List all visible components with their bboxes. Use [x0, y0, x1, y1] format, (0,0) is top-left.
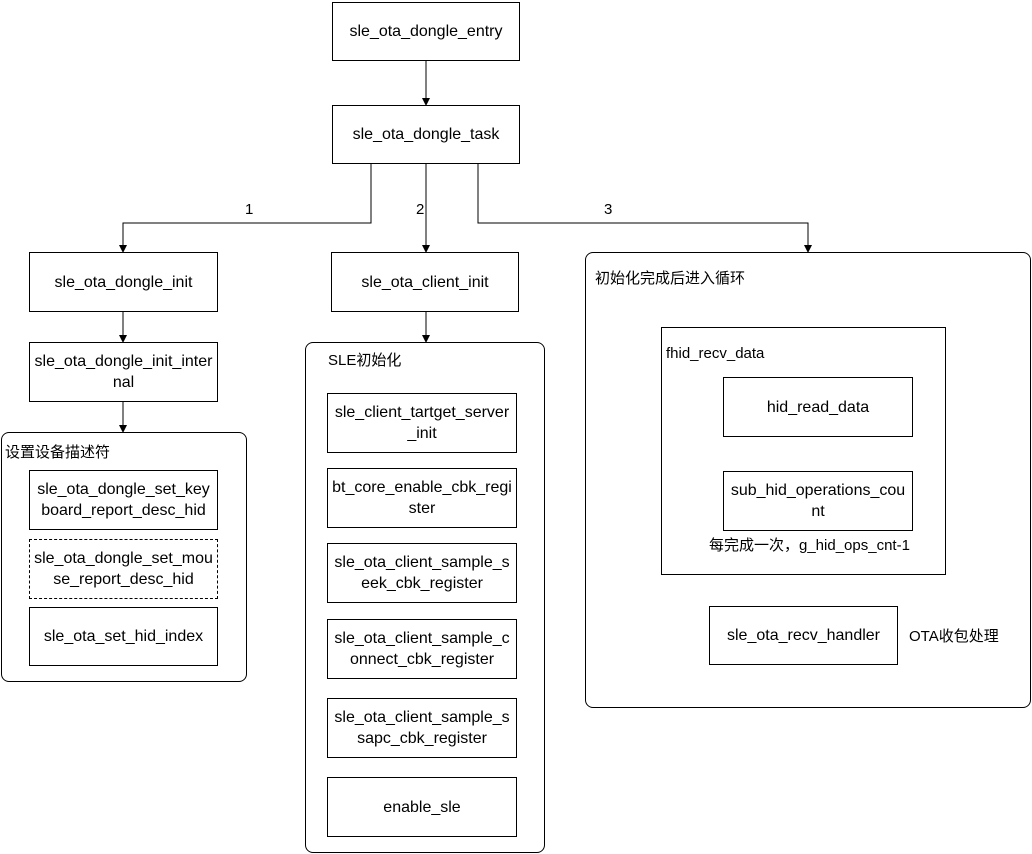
node-dongle-init: sle_ota_dongle_init — [29, 252, 218, 312]
node-set-mouse-report-desc: sle_ota_dongle_set_mouse_report_desc_hid — [29, 539, 218, 599]
node-connect-cbk-register: sle_ota_client_sample_connect_cbk_regist… — [327, 619, 517, 679]
node-client-init: sle_ota_client_init — [331, 252, 519, 312]
edge-label-1: 1 — [245, 201, 254, 218]
group-label-set-device-descriptor: 设置设备描述符 — [5, 444, 111, 461]
group-label-loop: 初始化完成后进入循环 — [595, 270, 746, 287]
node-set-hid-index: sle_ota_set_hid_index — [29, 607, 218, 666]
node-hid-read-data: hid_read_data — [723, 377, 913, 437]
node-bt-core-enable-cbk: bt_core_enable_cbk_register — [327, 468, 517, 528]
edge-label-3: 3 — [604, 201, 613, 218]
node-sub-hid-operations-count: sub_hid_operations_count — [723, 471, 913, 531]
node-recv-handler: sle_ota_recv_handler — [709, 606, 898, 665]
node-dongle-task: sle_ota_dongle_task — [332, 105, 520, 164]
annotation-ops-count: 每完成一次，g_hid_ops_cnt-1 — [709, 537, 910, 554]
node-dongle-entry: sle_ota_dongle_entry — [332, 2, 520, 61]
group-fhid-recv-data: fhid_recv_data — [661, 327, 946, 575]
node-dongle-init-internal: sle_ota_dongle_init_internal — [29, 342, 218, 402]
group-label-sle-init: SLE初始化 — [328, 352, 402, 369]
node-target-server-init: sle_client_tartget_server_init — [327, 393, 517, 453]
edge-task-dongle-init — [119, 164, 372, 253]
node-seek-cbk-register: sle_ota_client_sample_seek_cbk_register — [327, 543, 517, 603]
group-label-fhid-recv-data: fhid_recv_data — [666, 345, 765, 362]
node-enable-sle: enable_sle — [327, 777, 517, 837]
annotation-ota-recv: OTA收包处理 — [909, 628, 999, 645]
node-ssapc-cbk-register: sle_ota_client_sample_ssapc_cbk_register — [327, 698, 517, 758]
edge-label-2: 2 — [416, 201, 425, 218]
node-set-keyboard-report-desc: sle_ota_dongle_set_keyboard_report_desc_… — [29, 470, 218, 530]
edge-task-loop — [477, 164, 812, 253]
